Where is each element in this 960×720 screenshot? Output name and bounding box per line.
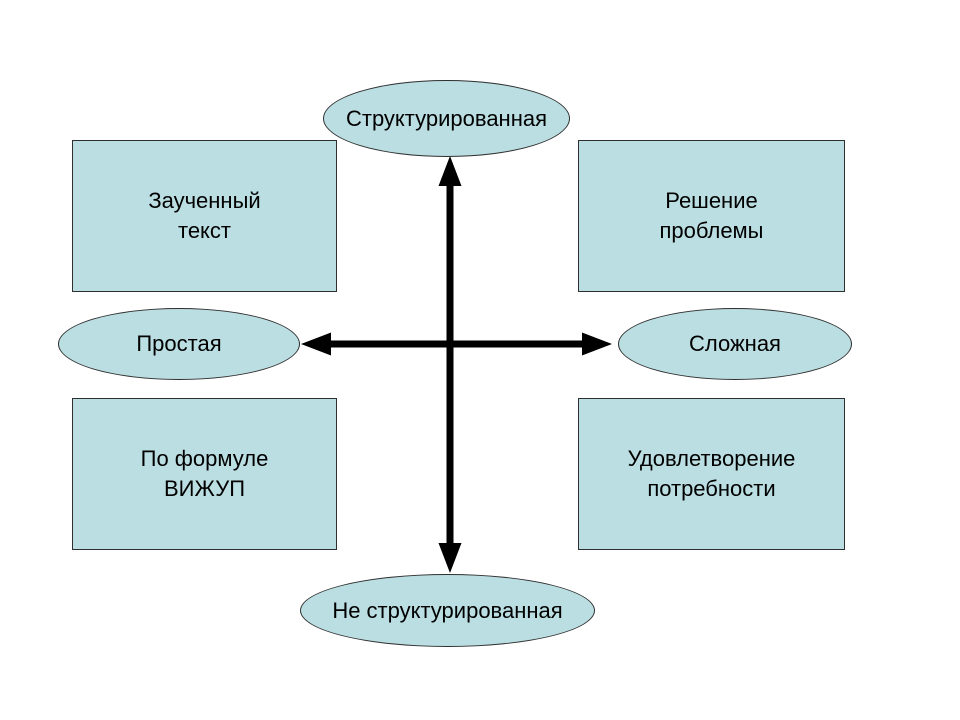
vertical-arrow-shaft bbox=[446, 182, 454, 547]
axis-ellipse-complex: Сложная bbox=[618, 308, 852, 380]
quadrant-label-top-left: Заученный текст bbox=[148, 188, 261, 243]
axis-ellipse-simple: Простая bbox=[58, 308, 300, 380]
axis-ellipse-structured: Структурированная bbox=[323, 80, 570, 157]
horizontal-double-arrow bbox=[301, 332, 612, 356]
axis-label-simple: Простая bbox=[136, 331, 222, 356]
arrow-down-head-icon bbox=[438, 543, 462, 573]
quadrant-label-bottom-right: Удовлетворение потребности bbox=[627, 446, 796, 501]
horizontal-arrow-shaft bbox=[328, 340, 586, 348]
axis-label-unstructured: Не структурированная bbox=[332, 597, 563, 623]
axis-label-structured: Структурированная bbox=[345, 105, 548, 131]
quadrant-box-bottom-left: По формуле ВИЖУП bbox=[72, 398, 337, 550]
quadrant-label-top-right: Решение проблемы bbox=[659, 188, 764, 243]
arrow-up-head-icon bbox=[438, 156, 462, 186]
quadrant-box-top-left: Заученный текст bbox=[72, 140, 337, 292]
axis-label-complex: Сложная bbox=[689, 331, 781, 356]
arrow-left-head-icon bbox=[301, 332, 331, 356]
axis-ellipse-unstructured: Не структурированная bbox=[300, 574, 595, 647]
quadrant-label-bottom-left: По формуле ВИЖУП bbox=[140, 446, 269, 501]
quadrant-box-bottom-right: Удовлетворение потребности bbox=[578, 398, 845, 550]
quadrant-box-top-right: Решение проблемы bbox=[578, 140, 845, 292]
vertical-double-arrow bbox=[438, 156, 462, 573]
arrow-right-head-icon bbox=[582, 332, 612, 356]
